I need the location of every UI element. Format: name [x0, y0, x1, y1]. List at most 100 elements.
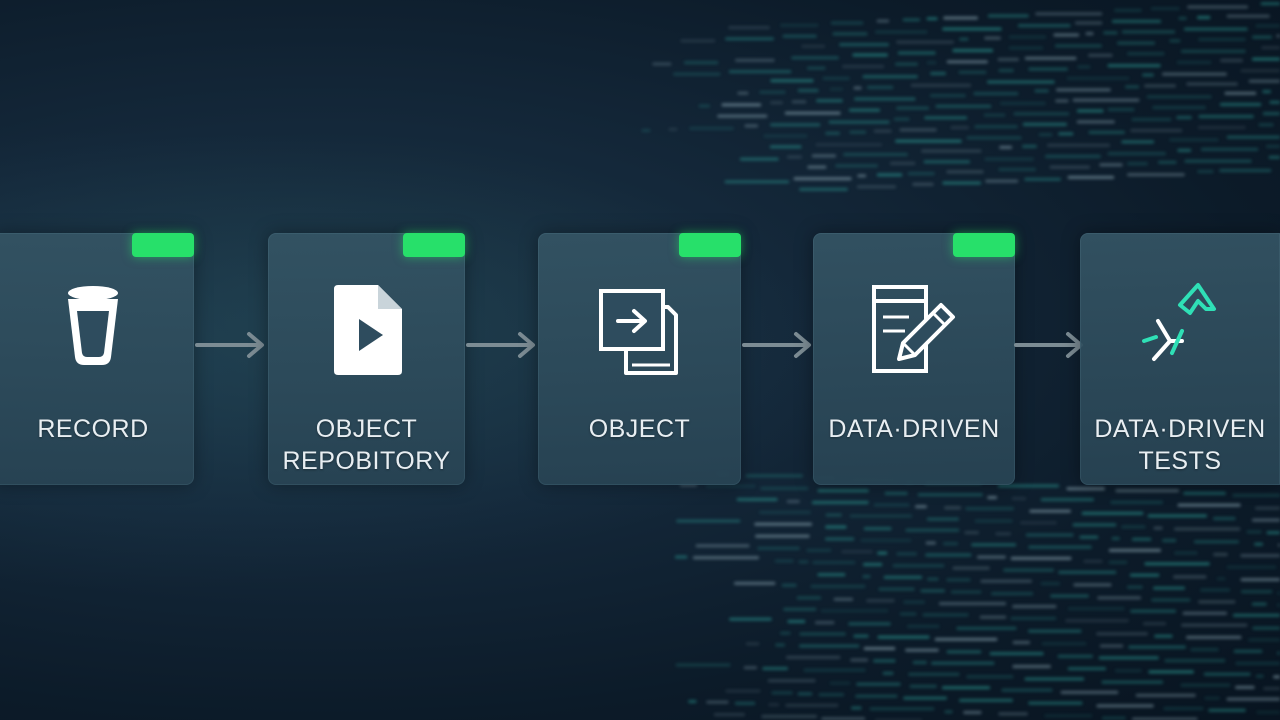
code-streak — [1035, 12, 1103, 16]
code-streak — [1067, 667, 1107, 671]
code-streak — [770, 101, 783, 105]
code-streak — [985, 179, 1019, 183]
code-streak — [874, 30, 928, 34]
code-streak — [1130, 609, 1177, 613]
code-streak — [692, 556, 760, 560]
code-streak — [1153, 526, 1163, 530]
code-streak — [877, 635, 930, 639]
step-label: DATA·DRIVEN — [813, 413, 1015, 445]
code-streak — [1174, 551, 1198, 555]
code-streak — [899, 612, 917, 616]
code-streak — [873, 129, 892, 133]
code-streak — [952, 566, 990, 570]
code-streak — [1111, 19, 1162, 23]
code-streak — [853, 634, 869, 638]
code-streak — [909, 684, 937, 688]
code-streak — [816, 99, 843, 103]
code-streak — [1045, 154, 1101, 158]
code-streak — [797, 692, 813, 696]
code-streak — [1208, 708, 1246, 712]
code-streak — [1107, 108, 1135, 112]
code-streak — [977, 555, 1006, 559]
code-streak — [944, 506, 962, 510]
code-streak — [784, 111, 841, 115]
code-streak — [896, 552, 917, 556]
code-streak — [1277, 651, 1280, 655]
code-streak — [688, 699, 697, 704]
code-streak — [1131, 537, 1152, 541]
code-streak — [965, 507, 1014, 511]
code-streak — [1162, 72, 1227, 76]
code-streak — [1163, 706, 1204, 711]
code-streak — [883, 575, 923, 579]
code-streak — [1088, 130, 1125, 134]
code-streak — [1126, 585, 1143, 589]
code-streak — [922, 613, 969, 617]
code-streak — [1248, 79, 1280, 83]
code-streak — [1099, 163, 1123, 167]
code-streak — [1054, 44, 1102, 48]
code-streak — [821, 717, 866, 720]
code-streak — [728, 26, 770, 30]
code-streak — [680, 39, 716, 43]
code-streak — [1067, 175, 1115, 179]
code-streak — [1060, 690, 1119, 694]
code-streak — [1177, 503, 1241, 507]
code-streak — [966, 136, 1022, 140]
code-streak — [921, 149, 982, 153]
code-streak — [841, 550, 873, 554]
code-streak — [799, 187, 848, 191]
code-streak — [1258, 123, 1274, 127]
code-streak — [791, 56, 839, 60]
code-streak — [1114, 669, 1142, 673]
code-streak — [1024, 177, 1061, 181]
code-streak — [705, 484, 756, 488]
code-streak — [842, 64, 885, 69]
code-streak — [876, 19, 890, 23]
code-streak — [1169, 39, 1181, 43]
code-streak — [907, 624, 940, 628]
code-streak — [754, 522, 813, 526]
cup-icon — [68, 286, 118, 365]
code-streak — [956, 626, 1017, 630]
code-streak — [926, 61, 937, 65]
code-streak — [926, 517, 959, 521]
code-streak — [683, 61, 719, 65]
code-streak — [713, 713, 745, 717]
code-streak — [1065, 619, 1129, 623]
code-streak — [1224, 91, 1257, 95]
code-streak — [811, 500, 869, 505]
code-streak — [1000, 101, 1046, 105]
code-streak — [812, 560, 856, 565]
code-streak — [946, 60, 988, 64]
code-streak — [851, 706, 862, 710]
code-streak — [1067, 607, 1125, 611]
code-streak — [849, 514, 913, 518]
code-streak — [825, 513, 842, 517]
code-streak — [1038, 133, 1053, 137]
code-streak — [736, 497, 778, 502]
code-streak — [1028, 701, 1083, 705]
code-streak — [1226, 135, 1280, 139]
code-streak — [1107, 64, 1161, 68]
code-streak — [925, 541, 936, 545]
code-streak — [759, 90, 786, 94]
code-streak — [739, 157, 779, 161]
code-streak — [1024, 56, 1077, 60]
code-streak — [1074, 21, 1103, 25]
step-data-driven: DATA·DRIVEN — [813, 233, 1015, 485]
code-streak — [737, 91, 749, 95]
code-streak — [893, 117, 910, 121]
code-streak — [829, 87, 844, 91]
code-streak — [1114, 8, 1142, 12]
code-streak — [1190, 648, 1219, 652]
code-streak — [1193, 540, 1239, 544]
code-streak — [820, 609, 889, 613]
code-streak — [817, 573, 846, 577]
code-streak — [674, 555, 688, 559]
code-streak — [912, 660, 927, 665]
code-streak — [1266, 531, 1280, 535]
code-streak — [832, 32, 868, 36]
code-streak — [1050, 594, 1089, 598]
